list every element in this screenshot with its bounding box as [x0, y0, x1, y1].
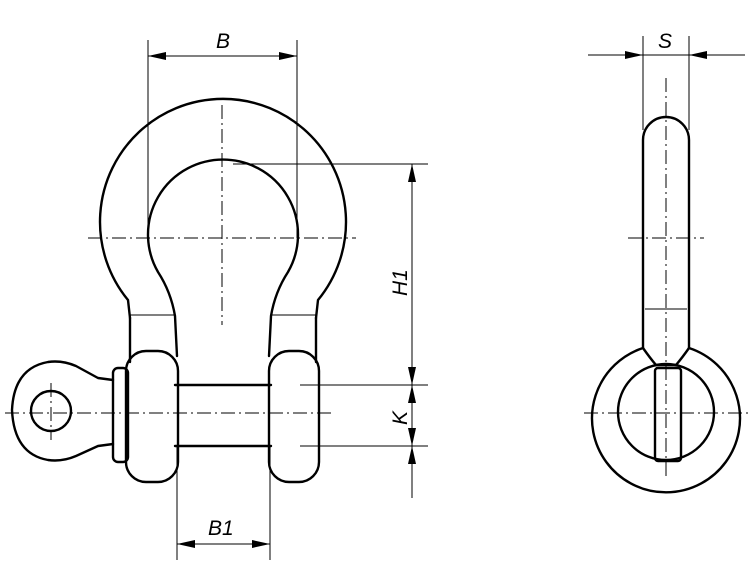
bow-outer-contour	[98, 97, 348, 320]
side-pin-slot	[653, 366, 683, 463]
dimension-label-B1: B1	[208, 517, 234, 540]
dimension-B: B	[147, 30, 298, 238]
pin-collar	[111, 366, 130, 464]
dimension-label-H1: H1	[389, 269, 412, 296]
dimension-B1: B1	[176, 446, 271, 560]
right-eye-boss	[267, 349, 321, 484]
front-view	[5, 97, 356, 484]
side-view	[584, 78, 748, 494]
dimension-label-B: B	[216, 30, 230, 53]
dimension-label-S: S	[658, 30, 672, 53]
dimension-S: S	[588, 30, 745, 130]
left-eye-boss	[124, 349, 180, 484]
dimension-K: K	[300, 385, 428, 498]
dimension-H1: H1	[233, 163, 428, 386]
side-eye-outer	[590, 346, 742, 494]
dimension-label-K: K	[389, 410, 412, 425]
side-bow-profile	[641, 115, 691, 350]
pin-head	[10, 360, 115, 462]
bow-inner-contour	[146, 158, 300, 358]
